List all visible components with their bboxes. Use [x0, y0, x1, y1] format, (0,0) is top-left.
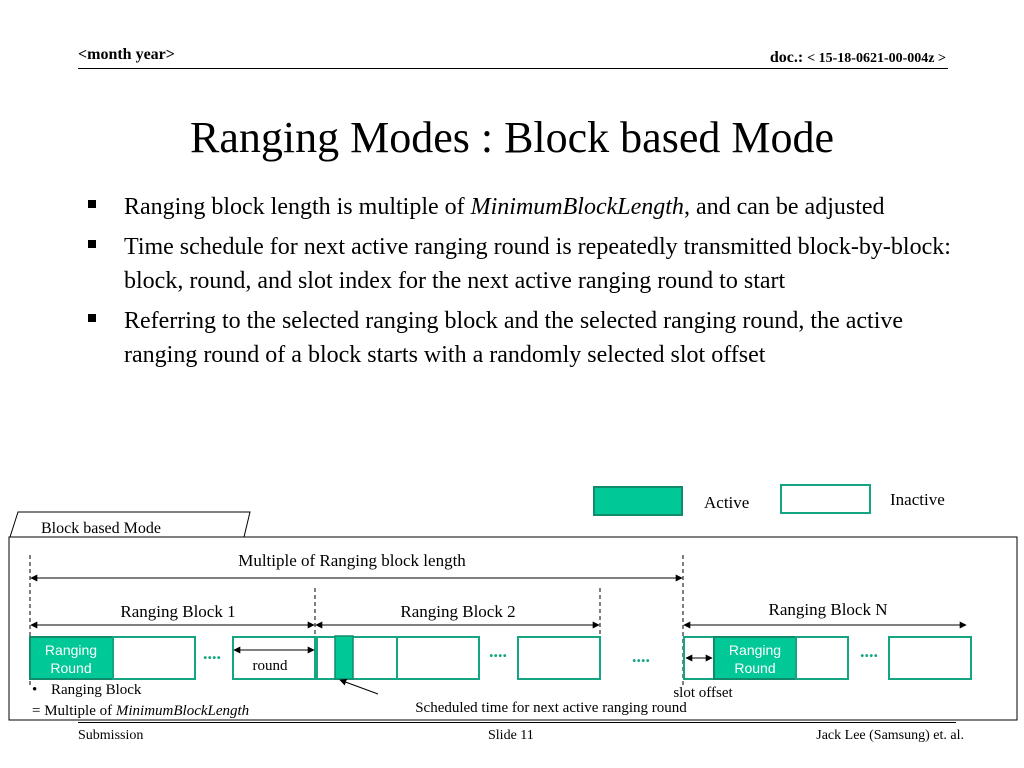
bullet-item: Referring to the selected ranging block …: [88, 304, 968, 372]
blockN-inactive-round: [795, 636, 849, 680]
header-date: <month year>: [78, 46, 175, 63]
legend-active-label: Active: [704, 493, 750, 512]
footer-rule: [78, 722, 956, 723]
block2-inactive-round: [316, 636, 398, 680]
bullet-marker: [88, 200, 96, 208]
note-bullet: •: [32, 682, 37, 698]
block2-label: Ranging Block 2: [400, 602, 515, 621]
bullet-marker: [88, 240, 96, 248]
footer-slide-number: Slide 11: [488, 728, 534, 743]
ranging-round-text-2: Ranging: [729, 642, 781, 658]
round-label: round: [253, 658, 288, 674]
legend-inactive-swatch: [780, 484, 871, 514]
note-ranging-block: Ranging Block: [51, 682, 142, 698]
ranging-round-text-2b: Round: [734, 660, 775, 676]
diagram-tab-label: Block based Mode: [41, 520, 161, 537]
block-mode-diagram: Block based Mode Multiple of Ranging blo…: [8, 511, 1018, 721]
doc-prefix: doc.:: [769, 49, 808, 66]
footer-author: Jack Lee (Samsung) et. al.: [816, 728, 964, 743]
blockN-label: Ranging Block N: [769, 600, 888, 619]
header-rule: [78, 68, 948, 69]
note-multiple: = Multiple of MinimumBlockLength: [32, 703, 249, 719]
block2-inactive-round: [517, 636, 601, 680]
scheduled-pointer: [339, 678, 379, 695]
ellipsis-3: ....: [632, 646, 650, 666]
block1-active-round: [29, 636, 114, 680]
scheduled-slot: [334, 635, 354, 680]
multiple-label: Multiple of Ranging block length: [238, 551, 466, 570]
ranging-round-text-1: Ranging: [45, 642, 97, 658]
ranging-round-text-1b: Round: [50, 660, 91, 676]
ellipsis-4: ....: [860, 641, 878, 661]
scheduled-label: Scheduled time for next active ranging r…: [415, 700, 687, 716]
bullet-item: Ranging block length is multiple of Mini…: [88, 190, 968, 224]
block2-inactive-round: [396, 636, 480, 680]
diagram-tab-shape: [9, 511, 251, 538]
bullet-item: Time schedule for next active ranging ro…: [88, 230, 968, 298]
slot-offset-label: slot offset: [673, 685, 733, 701]
bullet-marker: [88, 314, 96, 322]
legend-active-swatch: [593, 486, 683, 516]
slide-title: Ranging Modes : Block based Mode: [189, 113, 835, 162]
legend-inactive-label: Inactive: [890, 490, 945, 509]
diagram-frame: [8, 536, 1018, 721]
ellipsis-2: ....: [489, 641, 507, 661]
bullet-list: Ranging block length is multiple of Mini…: [88, 190, 968, 378]
ellipsis-1: ....: [203, 643, 221, 663]
header-doc-id: doc.: < 15-18-0621-00-004z >: [770, 49, 946, 67]
block1-label: Ranging Block 1: [120, 602, 235, 621]
footer-submission: Submission: [78, 728, 144, 743]
block1-inactive-round: [232, 636, 316, 680]
doc-number: < 15-18-0621-00-004z >: [807, 51, 946, 66]
blockN-active-round: [713, 636, 797, 680]
blockN-inactive-round: [888, 636, 972, 680]
block1-inactive-round: [112, 636, 196, 680]
